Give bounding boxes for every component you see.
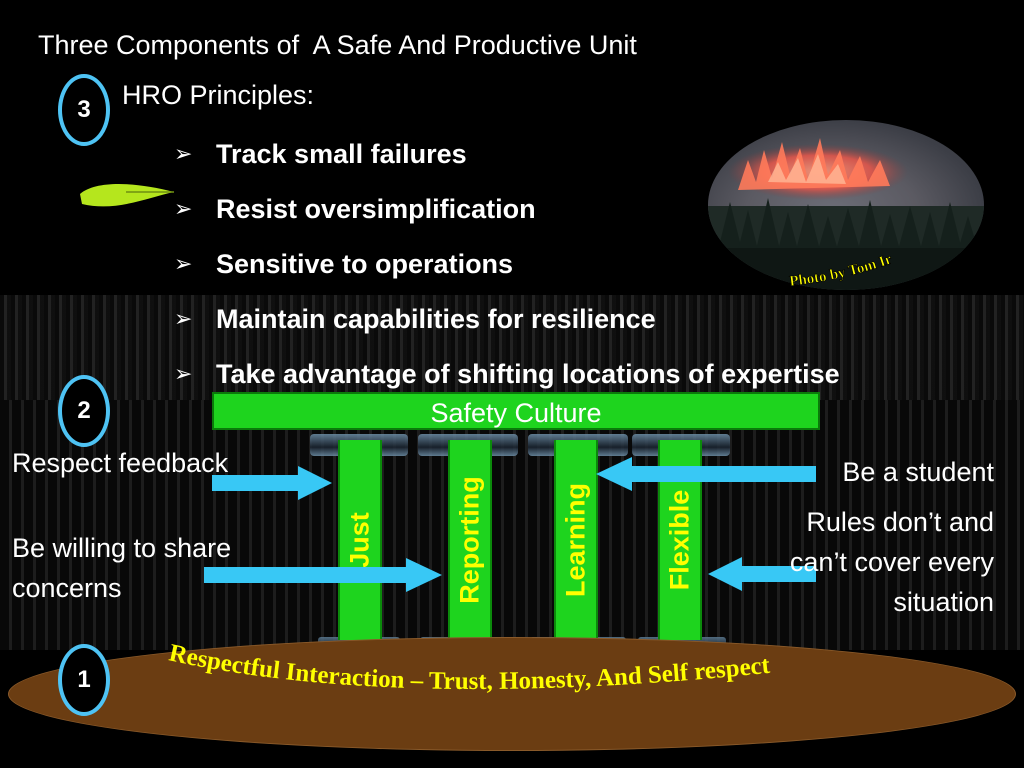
arrow-bullet-icon: ➢ xyxy=(174,360,193,386)
number-badge-3: 3 xyxy=(58,74,110,146)
principle-item: ➢ Sensitive to operations xyxy=(174,236,840,291)
note-line: Rules don’t and xyxy=(806,507,994,537)
principle-item: ➢ Track small failures xyxy=(174,126,840,181)
principle-text: Track small failures xyxy=(216,138,467,169)
svg-text:Respectful Interaction – Trust: Respectful Interaction – Trust, Honesty,… xyxy=(167,639,772,695)
arrow-bullet-icon: ➢ xyxy=(174,250,193,276)
arrow-bullet-icon: ➢ xyxy=(174,140,193,166)
pillar-learning: Learning xyxy=(554,440,598,640)
pillar-reporting: Reporting xyxy=(448,440,492,640)
note-line: situation xyxy=(893,587,994,617)
arrow-right-icon xyxy=(212,466,332,500)
safety-culture-bar: Safety Culture xyxy=(212,392,820,430)
note-line: Be willing to share xyxy=(12,533,232,563)
note-be-student: Be a student xyxy=(842,457,994,487)
principle-item: ➢ Take advantage of shifting locations of… xyxy=(174,346,840,401)
number-badge-1: 1 xyxy=(58,644,110,716)
hro-principles-label: HRO Principles: xyxy=(122,80,315,110)
note-respect-feedback: Respect feedback xyxy=(12,448,229,478)
principle-item: ➢ Resist oversimplification xyxy=(174,181,840,236)
principles-list: ➢ Track small failures ➢ Resist oversimpli… xyxy=(174,126,840,401)
note-line: can’t cover every xyxy=(789,547,994,577)
arrow-bullet-icon: ➢ xyxy=(174,305,193,331)
pillar-just: Just xyxy=(338,440,382,640)
principle-text: Sensitive to operations xyxy=(216,248,514,279)
note-rules: Rules don’t and can’t cover every situat… xyxy=(790,502,994,622)
highlighter-swoosh-icon xyxy=(80,184,174,207)
principle-item: ➢ Maintain capabilities for resilience xyxy=(174,291,840,346)
wildfire-illustration xyxy=(708,138,984,290)
wildfire-photo xyxy=(708,120,984,290)
foundation-ellipse xyxy=(8,637,1016,751)
slide-title: Three Components of A Safe And Productiv… xyxy=(38,30,637,60)
note-line: concerns xyxy=(12,573,122,603)
foundation-label: Respectful Interaction – Trust, Honesty,… xyxy=(167,639,772,695)
principle-text: Resist oversimplification xyxy=(216,193,536,224)
arrow-left-icon xyxy=(708,557,816,591)
arrow-bullet-icon: ➢ xyxy=(174,195,193,221)
note-share-concerns: Be willing to share concerns xyxy=(12,528,231,608)
arrow-left-icon xyxy=(596,457,816,491)
principle-text: Maintain capabilities for resilience xyxy=(216,303,656,334)
arrow-right-icon xyxy=(204,558,442,592)
number-badge-2: 2 xyxy=(58,375,110,447)
principle-text: Take advantage of shifting locations of … xyxy=(216,358,840,389)
